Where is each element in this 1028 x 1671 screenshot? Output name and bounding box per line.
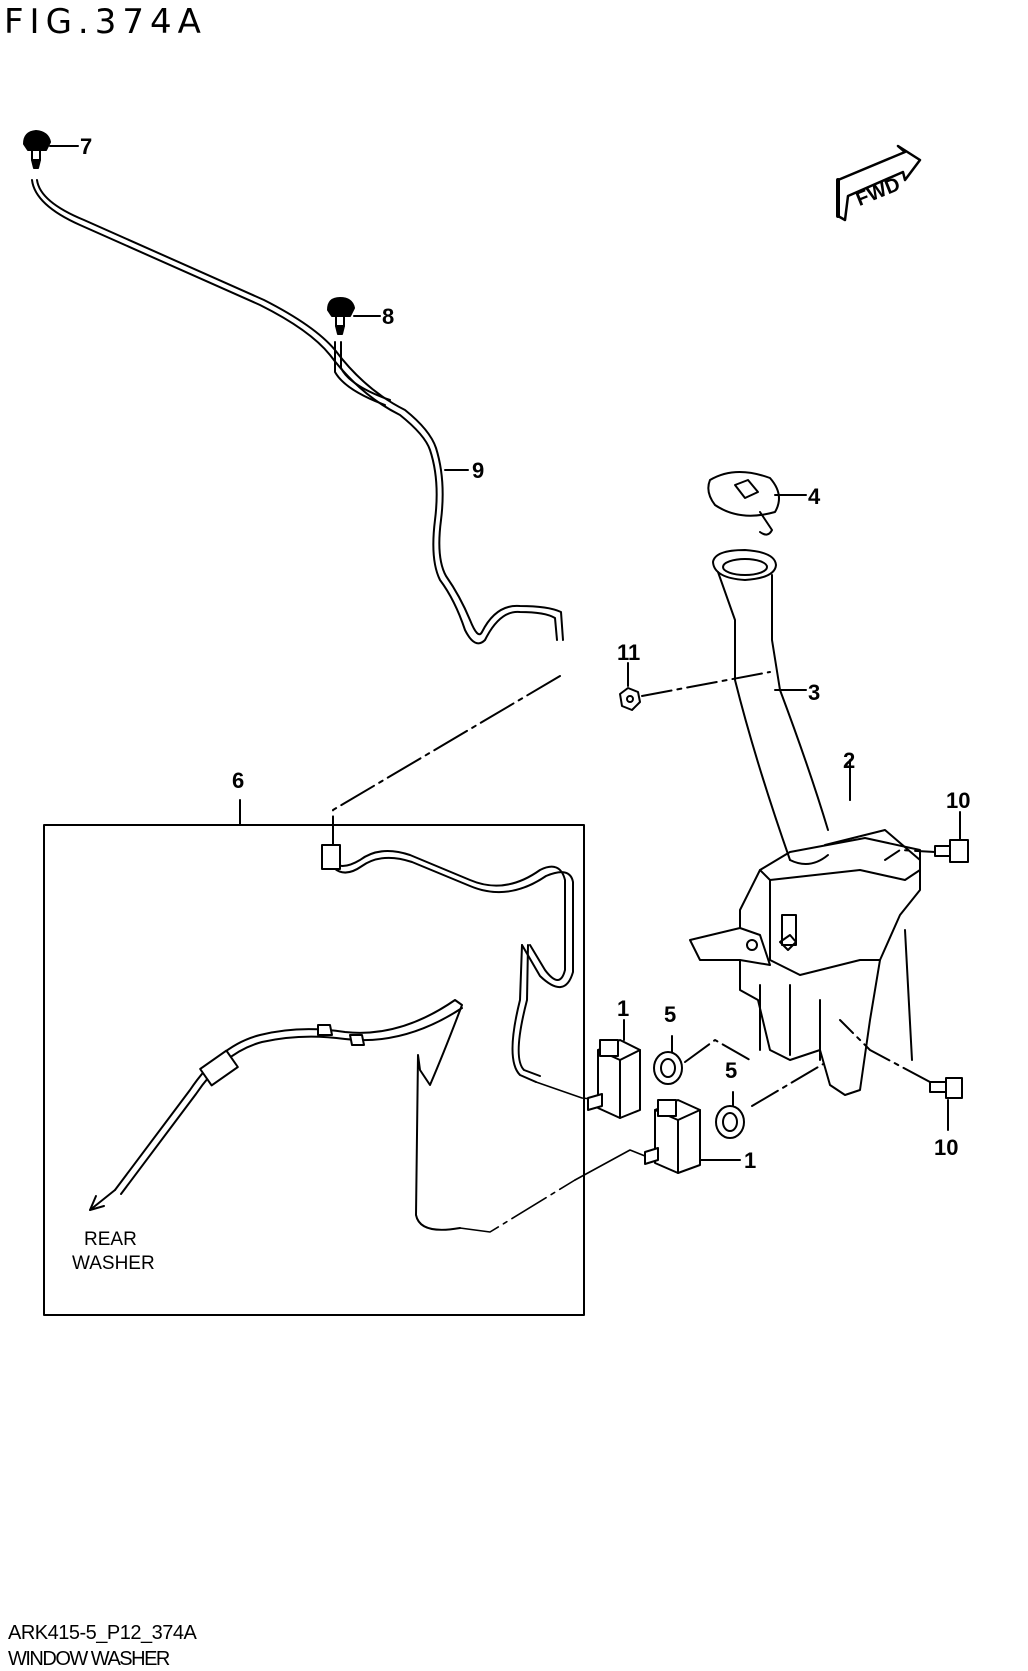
- nut-11-icon: [619, 662, 771, 711]
- callout-3: 3: [808, 680, 820, 705]
- callout-7: 7: [80, 134, 92, 159]
- washer-nozzle-8-icon: [327, 297, 381, 335]
- callout-6: 6: [232, 768, 244, 793]
- grommet-5a-icon: [653, 1035, 751, 1085]
- filler-cap-4-icon: [707, 470, 807, 536]
- bolt-10a-icon: [884, 811, 969, 863]
- figure-code: ARK415-5_P12_374A: [8, 1622, 197, 1644]
- kit-box-6: [43, 824, 585, 1316]
- washer-hose-9: [31, 179, 564, 645]
- fwd-arrow-icon: FWD: [836, 144, 922, 222]
- callout-1-lower: 1: [744, 1148, 756, 1173]
- washer-nozzle-7-icon: [23, 130, 79, 169]
- callout-2: 2: [843, 748, 855, 773]
- callout-5-upper: 5: [664, 1002, 676, 1027]
- grommet-5b-icon: [715, 1059, 831, 1139]
- callout-1-upper: 1: [617, 996, 629, 1021]
- callout-5-lower: 5: [725, 1058, 737, 1083]
- washer-pump-1b-icon: [644, 1099, 741, 1174]
- washer-hose-kit-6: [89, 844, 574, 1231]
- bolt-10b-icon: [839, 1019, 963, 1131]
- callout-8: 8: [382, 304, 394, 329]
- callout-11: 11: [617, 640, 640, 665]
- callout-4: 4: [808, 484, 821, 509]
- leader-line: [332, 675, 561, 861]
- figure-name: WINDOW WASHER: [8, 1648, 170, 1670]
- callout-10-upper: 10: [946, 788, 970, 813]
- filler-neck-3-icon: [712, 549, 829, 865]
- callout-10-lower: 10: [934, 1135, 958, 1160]
- page-title: FIG.374A: [4, 2, 207, 42]
- callout-9: 9: [472, 458, 484, 483]
- rear-washer-label-line1: REAR: [84, 1229, 137, 1250]
- rear-washer-label-line2: WASHER: [72, 1253, 155, 1274]
- washer-pump-1a-icon: [587, 1019, 641, 1119]
